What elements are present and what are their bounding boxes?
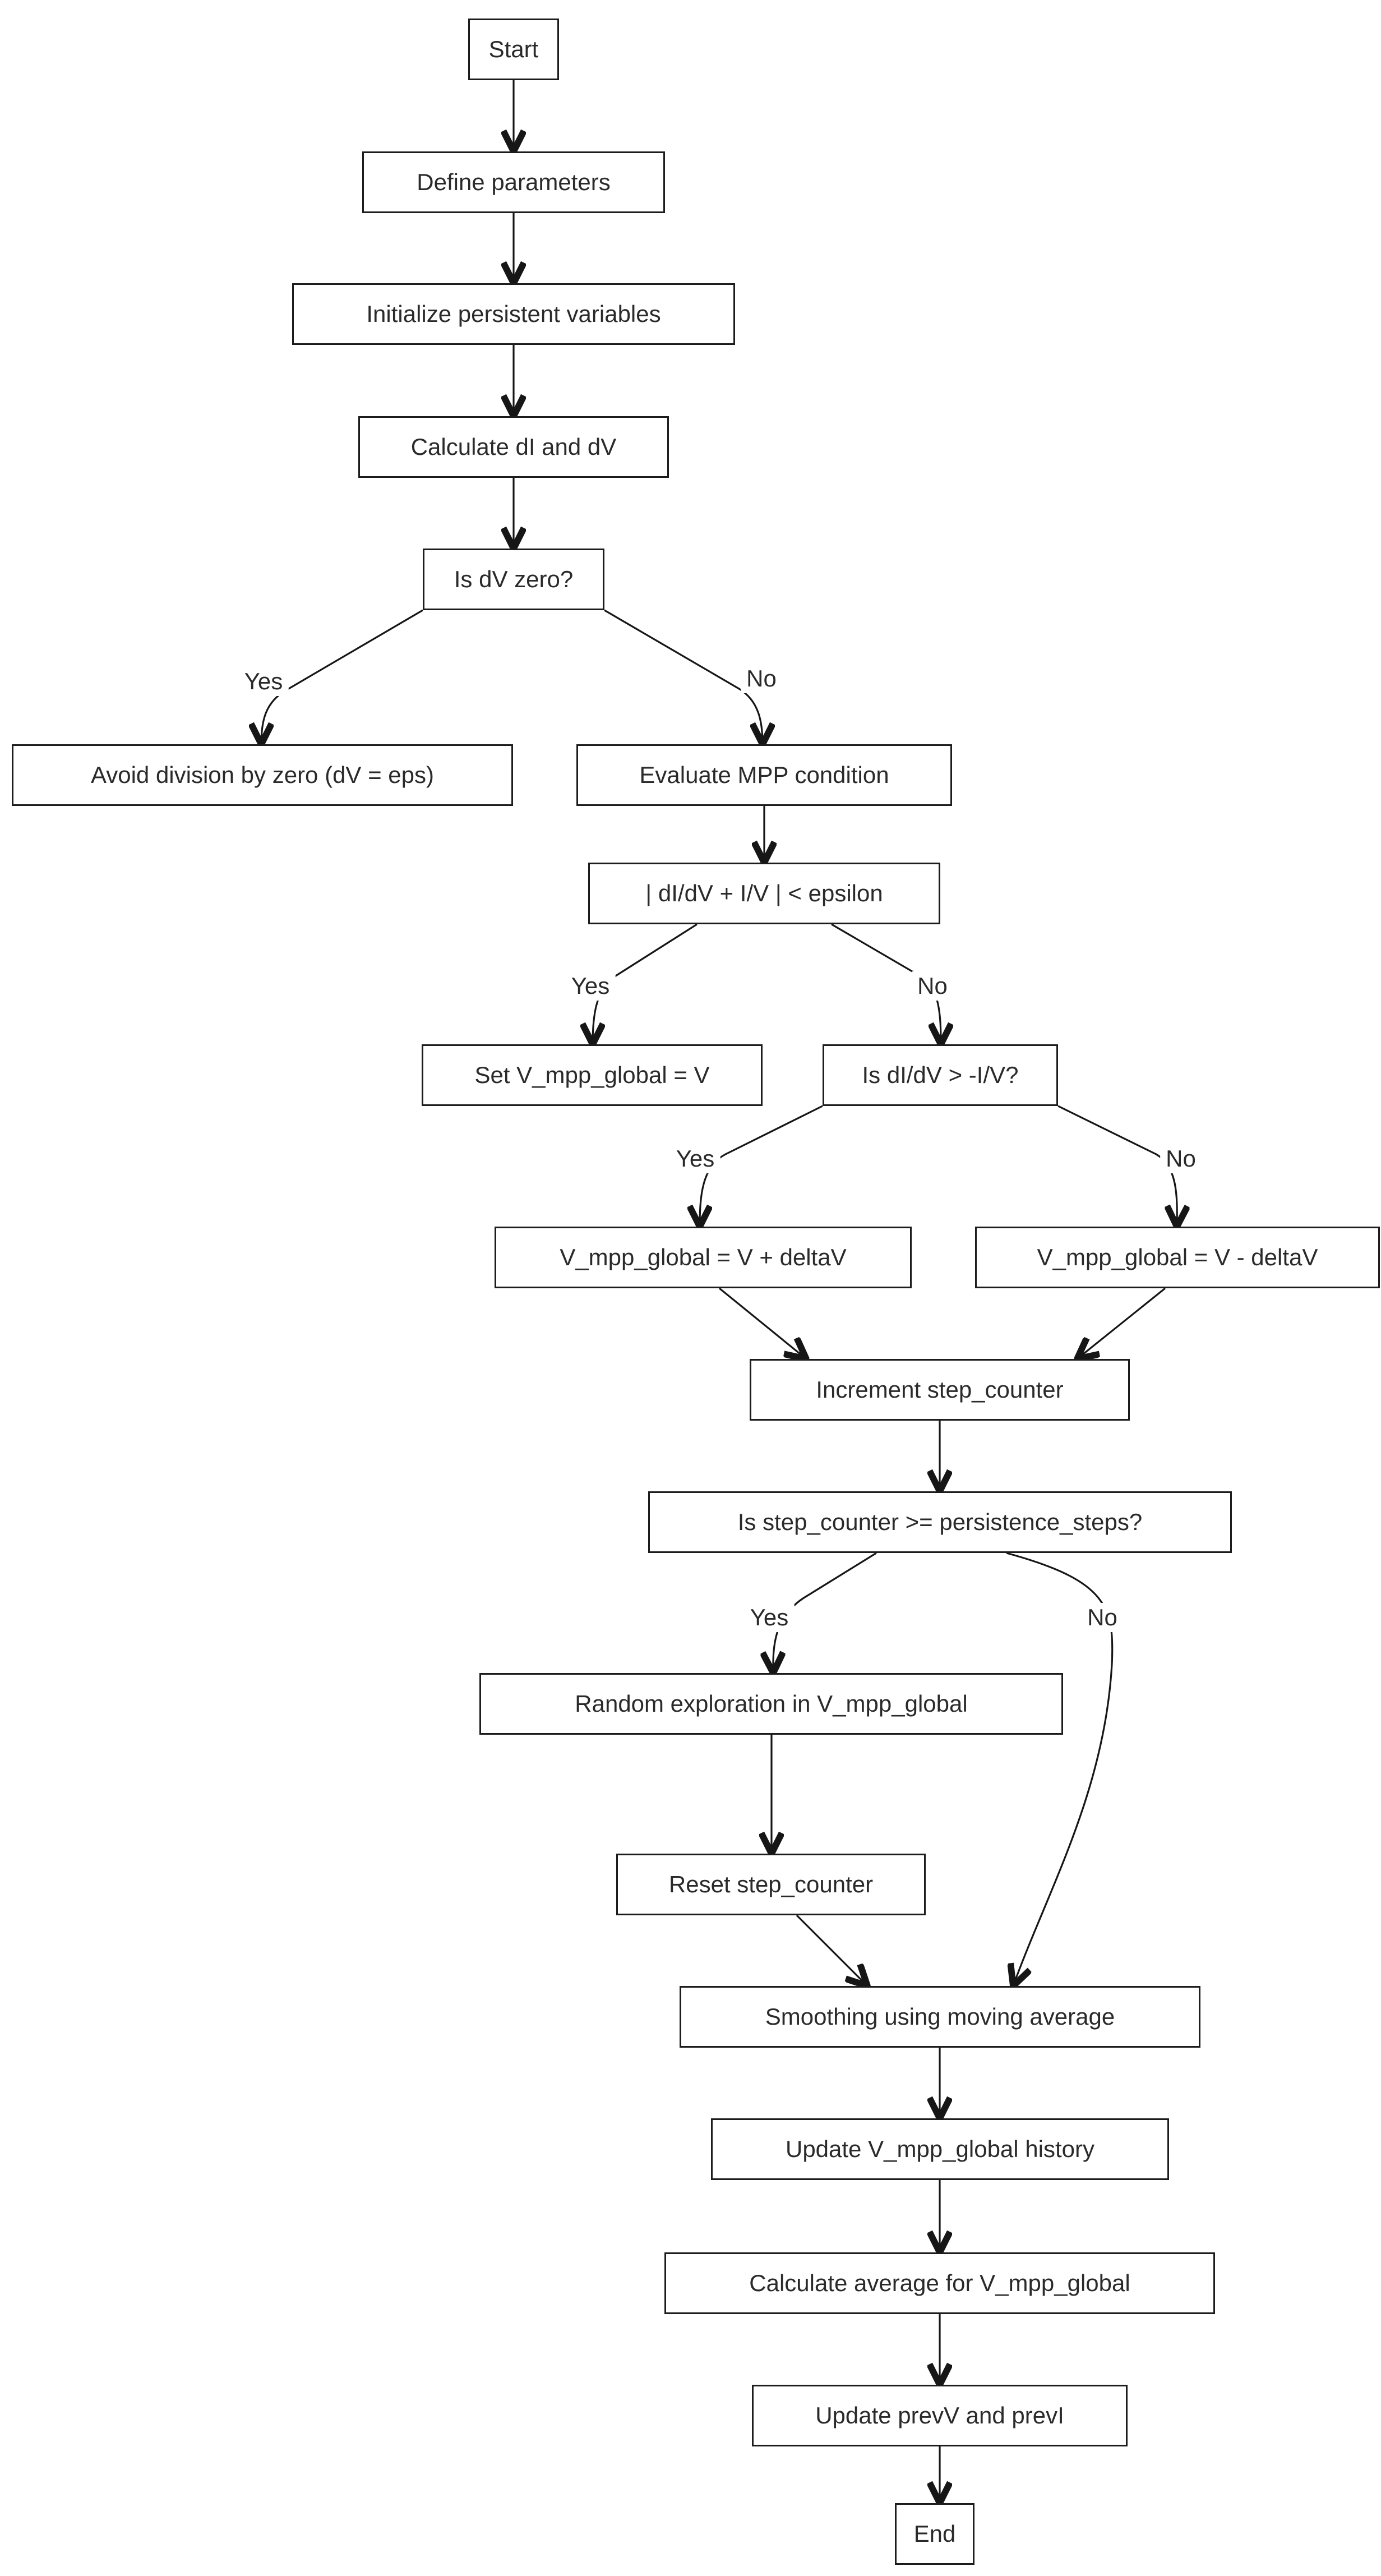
node-end: End [895,2503,974,2565]
node-epsilon: | dI/dV + I/V | < epsilon [588,863,940,924]
node-avoid: Avoid division by zero (dV = eps) [12,744,513,806]
node-init: Initialize persistent variables [292,283,735,345]
node-start: Start [468,19,559,80]
edge-label-isdv-yes: Yes [238,667,289,696]
edge-isstep-smoothing-no [1006,1552,1114,1986]
edge-label-isstep-no: No [1082,1603,1123,1632]
node-setv: Set V_mpp_global = V [422,1044,763,1106]
edge-label-epsilon-yes: Yes [565,971,616,1001]
node-isstep: Is step_counter >= persistence_steps? [648,1491,1232,1553]
edge-isdidv-vplus-yes [700,1105,823,1227]
node-define: Define parameters [362,151,665,213]
node-vminus: V_mpp_global = V - deltaV [975,1227,1380,1288]
node-increment: Increment step_counter [750,1359,1130,1421]
edge-label-isstep-yes: Yes [744,1603,795,1632]
node-vplus: V_mpp_global = V + deltaV [495,1227,912,1288]
edge-isdv-evaluate-no [604,609,763,744]
node-smoothing: Smoothing using moving average [680,1986,1200,2048]
edge-label-epsilon-no: No [912,971,953,1001]
edge-label-isdidv-no: No [1160,1144,1202,1173]
node-evaluate: Evaluate MPP condition [576,744,952,806]
edge-vplus-increment [718,1287,806,1359]
edge-isdidv-vminus-no [1057,1105,1177,1227]
node-calc: Calculate dI and dV [358,416,669,478]
node-updateprev: Update prevV and prevI [752,2385,1128,2446]
edge-label-isdidv-yes: Yes [670,1144,720,1173]
edge-vminus-increment [1077,1287,1166,1359]
edge-label-isdv-no: No [741,664,782,693]
node-isdidv: Is dI/dV > -I/V? [823,1044,1058,1106]
node-isdv: Is dV zero? [423,549,604,610]
node-random: Random exploration in V_mpp_global [479,1673,1063,1735]
edge-reset-smoothing [796,1914,867,1986]
node-reset: Reset step_counter [616,1854,926,1915]
node-calcavg: Calculate average for V_mpp_global [664,2252,1215,2314]
node-updatehist: Update V_mpp_global history [711,2118,1169,2180]
